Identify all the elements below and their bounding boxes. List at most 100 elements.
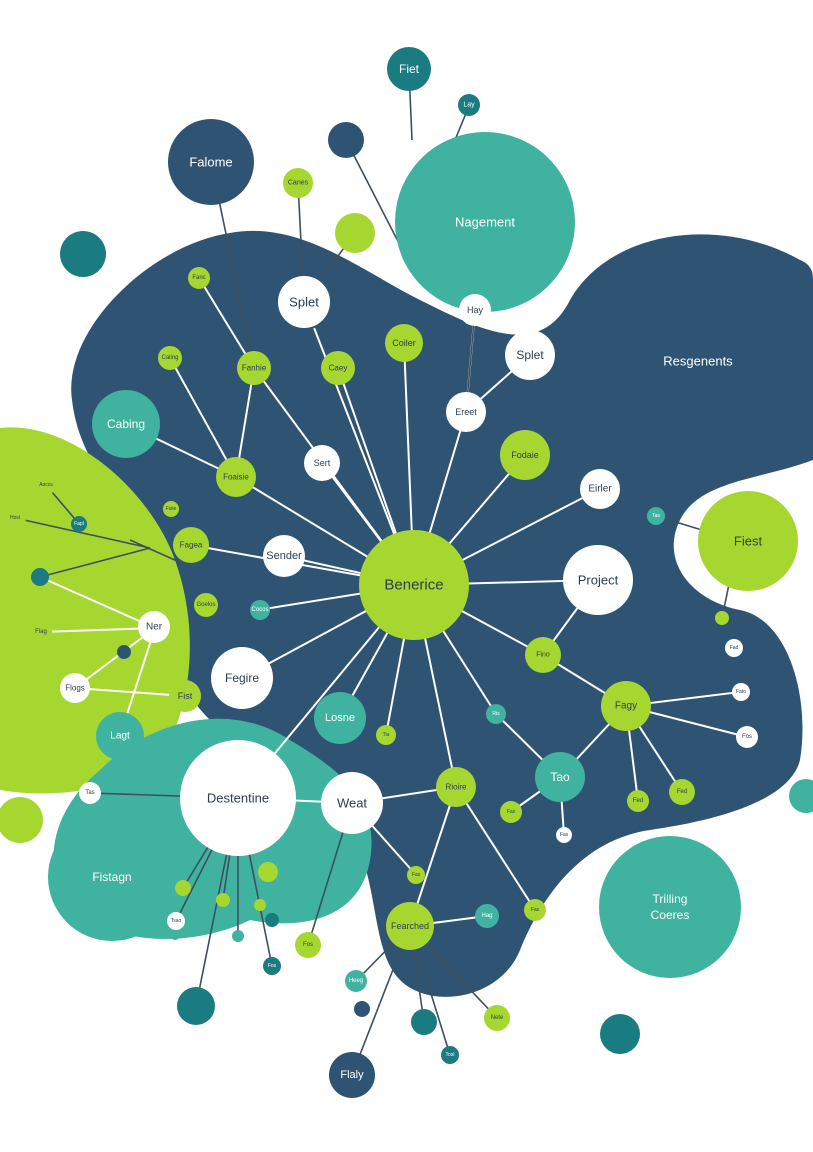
node-fapl[interactable] xyxy=(71,516,87,532)
node-goelos[interactable] xyxy=(194,593,218,617)
label-fagea: Fagea xyxy=(180,541,203,550)
node-caey[interactable] xyxy=(321,351,355,385)
node-splet-1[interactable] xyxy=(276,274,332,330)
label-fos: Fos xyxy=(303,942,313,948)
node-fiet[interactable] xyxy=(387,47,431,91)
node-fas-4[interactable] xyxy=(407,866,425,884)
label-heeg: Heeg xyxy=(349,978,363,984)
node-hub[interactable] xyxy=(359,530,469,640)
label-fos-small: Fos xyxy=(742,734,752,740)
node-lagt[interactable] xyxy=(96,712,144,760)
node-fiste-1[interactable] xyxy=(163,501,179,517)
node-sender[interactable] xyxy=(263,535,305,577)
node-fato[interactable] xyxy=(732,683,750,701)
label-fas-4: Fas xyxy=(412,872,421,878)
label-tosl: Tosl xyxy=(446,1052,455,1058)
label-project: Project xyxy=(578,573,619,588)
node-fagy[interactable] xyxy=(601,681,651,731)
node-flogs[interactable] xyxy=(60,673,90,703)
node-fearched-small[interactable] xyxy=(627,790,649,812)
node-fos-small[interactable] xyxy=(736,726,758,748)
node-coiler[interactable] xyxy=(385,324,423,362)
node-tas[interactable] xyxy=(647,507,665,525)
label-flaly: Flaly xyxy=(340,1069,364,1081)
node-fos[interactable] xyxy=(295,932,321,958)
node-heeg[interactable] xyxy=(345,970,367,992)
node-foaisie[interactable] xyxy=(216,457,256,497)
node-fos-2[interactable] xyxy=(263,957,281,975)
node-rioire[interactable] xyxy=(436,767,476,807)
node-fas-1[interactable] xyxy=(500,801,522,823)
node-fed[interactable] xyxy=(669,779,695,805)
label-tao: Tao xyxy=(550,770,570,784)
node-eirler[interactable] xyxy=(580,469,620,509)
node-canes[interactable] xyxy=(283,168,313,198)
label-ris: Ris xyxy=(492,711,500,717)
node-lay[interactable] xyxy=(458,94,480,116)
node-caling[interactable] xyxy=(158,346,182,370)
node-dot-3 xyxy=(232,930,244,942)
node-fanhie[interactable] xyxy=(237,351,271,385)
node-losne[interactable] xyxy=(314,692,366,744)
label-splet-2: Splet xyxy=(516,348,544,362)
node-fodaie[interactable] xyxy=(500,430,550,480)
node-dark-small xyxy=(328,122,364,158)
node-fanc[interactable] xyxy=(188,267,210,289)
label-hag: Hag xyxy=(481,913,492,919)
node-fearched[interactable] xyxy=(386,902,434,950)
node-weat[interactable] xyxy=(321,772,383,834)
label-fapl: Fapl xyxy=(74,521,84,527)
label-fanc: Fanc xyxy=(192,275,205,281)
node-nagement[interactable] xyxy=(395,132,575,312)
node-hay[interactable] xyxy=(459,294,491,326)
node-cabing[interactable] xyxy=(92,390,160,458)
node-tiu[interactable] xyxy=(376,725,396,745)
label-fiet: Fiet xyxy=(399,62,420,76)
node-fas-5[interactable] xyxy=(524,899,546,921)
node-flaly[interactable] xyxy=(329,1052,375,1098)
node-nete[interactable] xyxy=(484,1005,510,1031)
node-splet-2[interactable] xyxy=(505,330,555,380)
label-fanhie: Fanhie xyxy=(242,364,267,373)
label-lagt: Lagt xyxy=(110,731,130,742)
label-falome: Falome xyxy=(189,155,232,170)
node-tosl[interactable] xyxy=(441,1046,459,1064)
node-sert[interactable] xyxy=(304,445,340,481)
node-fas-3[interactable] xyxy=(556,827,572,843)
node-faler[interactable] xyxy=(715,611,729,625)
node-project[interactable] xyxy=(563,545,633,615)
node-fiest[interactable] xyxy=(698,491,798,591)
label-cabing: Cabing xyxy=(107,417,145,431)
node-hosl[interactable] xyxy=(4,507,26,529)
node-fist[interactable] xyxy=(169,680,201,712)
node-trilling-coeres[interactable] xyxy=(599,836,741,978)
node-fistagn[interactable] xyxy=(48,813,176,941)
node-ner[interactable] xyxy=(138,611,170,643)
node-ris[interactable] xyxy=(486,704,506,724)
node-tsao[interactable] xyxy=(167,912,185,930)
lime-blob-left xyxy=(0,427,190,794)
node-fegire[interactable] xyxy=(211,647,273,709)
node-resgenents-bg xyxy=(738,338,742,342)
node-tas-2[interactable] xyxy=(79,782,101,804)
node-lime-bl-1 xyxy=(175,880,191,896)
node-lime-bl-3 xyxy=(258,862,278,882)
node-dark-b4 xyxy=(600,1014,640,1054)
label-fegire: Fegire xyxy=(225,671,259,685)
node-tao[interactable] xyxy=(535,752,585,802)
node-hag[interactable] xyxy=(475,904,499,928)
label-ereet: Ereet xyxy=(455,407,477,417)
node-cocos[interactable] xyxy=(250,600,270,620)
node-fad[interactable] xyxy=(725,639,743,657)
node-ereet[interactable] xyxy=(446,392,486,432)
node-destentine[interactable] xyxy=(180,740,296,856)
label-fad: Fad xyxy=(730,645,739,651)
node-aoccs[interactable] xyxy=(36,475,56,495)
node-flag[interactable] xyxy=(30,621,52,643)
node-falome[interactable] xyxy=(168,119,254,205)
label-fistagn: Fistagn xyxy=(92,870,131,884)
node-fino[interactable] xyxy=(525,637,561,673)
node-dot-1 xyxy=(254,899,266,911)
label-fiest: Fiest xyxy=(734,534,763,549)
node-fagea[interactable] xyxy=(173,527,209,563)
